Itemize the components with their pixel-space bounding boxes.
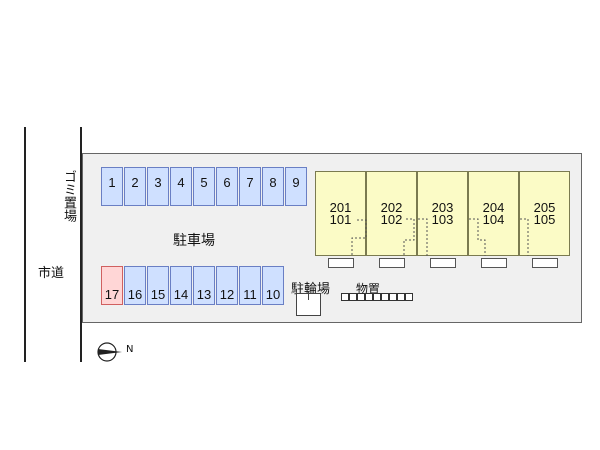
parking-space: 1 (101, 167, 123, 206)
parking-space: 9 (285, 167, 307, 206)
parking-space: 15 (147, 266, 169, 305)
parking-space-special: 17 (101, 266, 123, 305)
parking-space: 8 (262, 167, 284, 206)
parking-space: 13 (193, 266, 215, 305)
garbage-area-label: ゴミ置場 (61, 170, 76, 222)
parking-space: 16 (124, 266, 146, 305)
storage-stall (349, 293, 357, 301)
parking-space: 6 (216, 167, 238, 206)
unit-number-upper: 205 (533, 200, 556, 215)
stair-marking-3 (418, 218, 428, 256)
storage-stall (373, 293, 381, 301)
parking-space: 4 (170, 167, 192, 206)
unit-number-upper: 201 (329, 200, 352, 215)
stair-marking-5 (520, 218, 529, 256)
stair-marking-1 (351, 219, 367, 256)
north-arrow-icon (97, 342, 122, 362)
parking-space: 11 (239, 266, 261, 305)
parking-space: 3 (147, 167, 169, 206)
storage-label: 物置 (356, 282, 381, 296)
road-line-right (80, 127, 82, 362)
unit-number-lower: 101 (329, 212, 352, 227)
entrance-step (379, 258, 405, 268)
stair-marking-4 (469, 218, 486, 256)
parking-space: 2 (124, 167, 146, 206)
parking-space: 10 (262, 266, 284, 305)
parking-space: 5 (193, 167, 215, 206)
entrance-step (481, 258, 507, 268)
storage-stall (389, 293, 397, 301)
entrance-step (532, 258, 558, 268)
storage-stall (405, 293, 413, 301)
storage-stall (365, 293, 373, 301)
north-label: N (126, 344, 134, 355)
unit-number-upper: 204 (482, 200, 505, 215)
storage-stall (341, 293, 349, 301)
unit-number-lower: 105 (533, 212, 556, 227)
unit-number-lower: 102 (380, 212, 403, 227)
unit-number-lower: 104 (482, 212, 505, 227)
parking-label: 駐車場 (173, 233, 215, 249)
unit-number-upper: 203 (431, 200, 454, 215)
storage-stall (357, 293, 365, 301)
parking-space: 7 (239, 167, 261, 206)
storage-stall (397, 293, 405, 301)
road-line-left (24, 127, 26, 362)
parking-space: 12 (216, 266, 238, 305)
road-label: 市道 (38, 266, 65, 281)
stair-marking-2 (403, 218, 415, 256)
entrance-step (430, 258, 456, 268)
bicycle-marker (308, 292, 309, 300)
storage-stall (381, 293, 389, 301)
unit-number-lower: 103 (431, 212, 454, 227)
parking-space: 14 (170, 266, 192, 305)
unit-number-upper: 202 (380, 200, 403, 215)
entrance-step (328, 258, 354, 268)
